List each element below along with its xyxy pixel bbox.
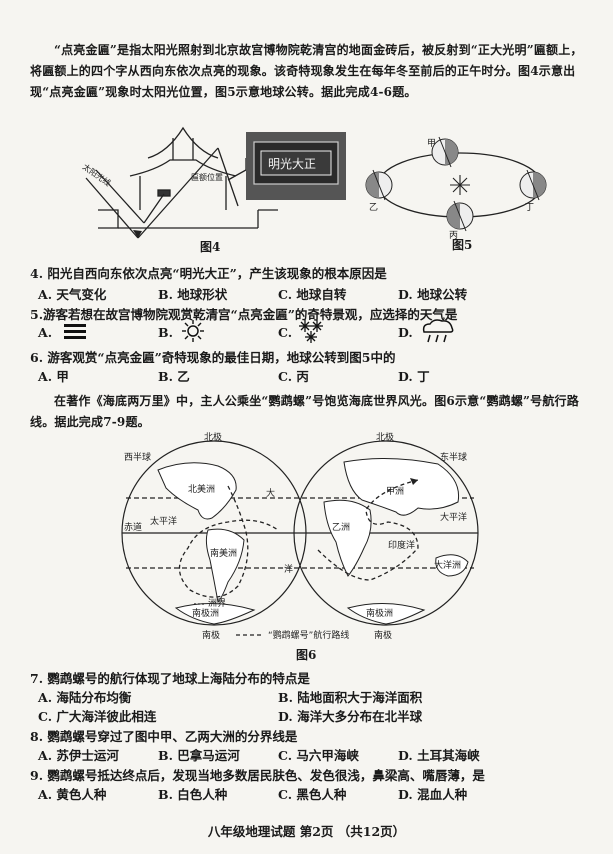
figure-5-caption: 图5 <box>452 238 473 252</box>
sun-ray-label: 太阳光线 <box>81 161 113 188</box>
continent-jia-label: 甲洲 <box>386 486 404 497</box>
antarctica-west-shape <box>174 602 256 625</box>
position-yi: 乙 <box>369 202 378 213</box>
q8-option-a: A. 苏伊士运河 <box>38 748 119 763</box>
q5-option-a: A. <box>38 325 53 340</box>
antarctica-west-label: 南极洲 <box>192 607 219 619</box>
sun-ray-3 <box>137 147 219 239</box>
figure-6-caption: 图6 <box>296 648 317 662</box>
q7-option-b: B. 陆地面积大于海洋面积 <box>278 690 423 705</box>
reflected-ray <box>143 193 165 224</box>
figure-6: 北极 北极 西半球 东半球 赤道 太平洋 北美洲 南美洲 大 洋 南极洲 洲界 … <box>121 431 479 641</box>
q4-option-a: A. 天气变化 <box>38 287 107 302</box>
q7-option-c: C. 广大海洋彼此相连 <box>38 709 157 724</box>
q7-option-a: A. 海陆分布均衡 <box>38 690 132 705</box>
question-4-stem: 4. 阳光自西向东依次点亮“明光大正”，产生该现象的根本原因是 <box>30 266 387 281</box>
fog-icon <box>64 324 86 339</box>
africa-shape <box>323 499 372 577</box>
earth-yi <box>365 169 393 201</box>
question-5-stem: 5.游客若想在故宫博物院观赏乾清宫“点亮金匾”的奇特景观，应选择的天气是 <box>30 307 458 322</box>
earth-ding <box>519 169 547 201</box>
q8-option-d: D. 土耳其海峡 <box>398 748 480 763</box>
atlantic-da-label: 大 <box>266 487 275 499</box>
q4-option-d: D. 地球公转 <box>398 287 468 302</box>
indian-ocean-label: 印度洋 <box>388 539 415 551</box>
pacific-east-label: 大平洋 <box>440 511 467 523</box>
sun-ray-1 <box>85 177 139 239</box>
plaque-mark <box>157 189 171 197</box>
question-7-stem: 7. 鹦鹉螺号的航行体现了地球上海陆分布的特点是 <box>30 671 310 686</box>
north-pole-west: 北极 <box>204 431 222 443</box>
figure-4-caption: 图4 <box>200 240 221 254</box>
page-footer: 八年级地理试题 第2页 （共12页） <box>207 824 406 839</box>
q6-option-a: A. 甲 <box>38 369 69 384</box>
position-jia: 甲 <box>427 138 436 149</box>
q9-option-b: B. 白色人种 <box>158 787 228 802</box>
q6-option-c: C. 丙 <box>278 369 309 384</box>
q8-option-b: B. 巴拿马运河 <box>158 748 240 763</box>
figure-4: 太阳光线 匾额位置 明光大正 <box>81 126 346 239</box>
south-america-shape <box>205 528 245 604</box>
palace-roof-lower <box>129 159 237 177</box>
rain-icon <box>422 319 454 343</box>
q9-option-a: A. 黄色人种 <box>38 787 107 802</box>
sun-ray-2 <box>95 169 145 224</box>
oceania-label: 大洋洲 <box>434 559 461 571</box>
south-america-label: 南美洲 <box>210 547 237 559</box>
q7-option-d: D. 海洋大多分布在北半球 <box>278 709 423 724</box>
equator-label: 赤道 <box>124 521 142 533</box>
oceania-shape <box>435 554 469 577</box>
q6-option-b: B. 乙 <box>158 369 190 384</box>
q5-option-d: D. <box>398 325 413 340</box>
question-6-stem: 6. 游客观赏“点亮金匾”奇特现象的最佳日期，地球公转到图5中的 <box>30 350 396 365</box>
plaque-text: 明光大正 <box>268 157 316 171</box>
route-legend-label: “鹦鹉螺号”航行路线 <box>268 629 349 641</box>
north-america-label: 北美洲 <box>188 483 215 495</box>
intro-paragraph-2: 在著作《海底两万里》中，主人公乘坐“鹦鹉螺”号饱览海底世界风光。图6示意“鹦鹉螺… <box>30 394 579 429</box>
q9-option-d: D. 混血人种 <box>398 787 468 802</box>
q5-option-c: C. <box>278 325 293 340</box>
q4-option-c: C. 地球自转 <box>278 287 347 302</box>
continent-yi-label: 乙洲 <box>332 522 350 533</box>
callout-line <box>227 158 247 181</box>
position-ding: 丁 <box>525 203 534 213</box>
intro-paragraph-1: “点亮金匾”是指太阳光照射到北京故宫博物院乾清宫的地面金砖后，被反射到“正大光明… <box>30 43 583 99</box>
south-pole-west: 南极 <box>202 629 220 641</box>
north-pole-east: 北极 <box>376 431 394 443</box>
sun-icon <box>450 175 470 195</box>
north-america-shape <box>157 462 237 520</box>
figure-5: 甲 乙 丙 丁 <box>365 136 547 241</box>
nautilus-route <box>178 479 419 598</box>
south-pole-east: 南极 <box>374 629 392 641</box>
earth-jia <box>431 136 459 168</box>
plaque-position-label: 匾额位置 <box>191 172 223 182</box>
earth-bing <box>446 200 474 232</box>
eastern-hemisphere-label: 东半球 <box>440 451 467 463</box>
q8-option-c: C. 马六甲海峡 <box>278 748 359 763</box>
palace-roof-upper <box>147 126 219 159</box>
antarctica-east-shape <box>346 602 426 625</box>
western-hemisphere-label: 西半球 <box>124 451 151 463</box>
snow-icon <box>299 320 323 343</box>
atlantic-yang-label: 洋 <box>284 563 293 575</box>
pacific-west-label: 太平洋 <box>150 515 177 527</box>
question-8-stem: 8. 鹦鹉螺号穿过了图中甲、乙两大洲的分界线是 <box>30 729 298 744</box>
antarctica-east-label: 南极洲 <box>366 607 393 619</box>
q6-option-d: D. 丁 <box>398 369 430 384</box>
q5-option-b: B. <box>158 325 173 340</box>
sunny-icon <box>182 320 204 342</box>
position-bing: 丙 <box>449 230 458 241</box>
question-9-stem: 9. 鹦鹉螺号抵达终点后，发现当地多数居民肤色、发色很浅，鼻梁高、嘴唇薄，是 <box>30 768 485 783</box>
q9-option-c: C. 黑色人种 <box>278 787 347 802</box>
continent-boundary-label: 洲界 <box>208 598 226 609</box>
q4-option-b: B. 地球形状 <box>158 287 228 302</box>
left-step <box>98 209 119 229</box>
